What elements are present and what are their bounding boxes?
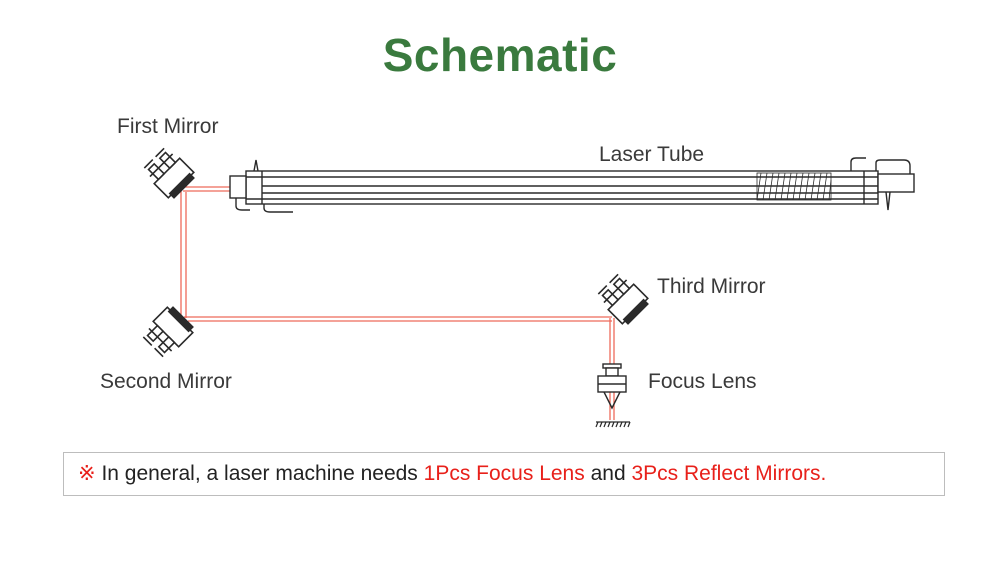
note-highlight-focus-lens: 1Pcs Focus Lens	[423, 462, 585, 485]
first-mirror-label: First Mirror	[117, 115, 219, 138]
third-mirror-label: Third Mirror	[657, 275, 766, 298]
first-mirror	[143, 147, 195, 199]
note-text-1: In general, a laser machine needs	[95, 462, 424, 485]
focus-lens	[597, 363, 627, 410]
third-mirror	[597, 273, 649, 325]
note-symbol: ※	[78, 462, 96, 485]
second-mirror-label: Second Mirror	[100, 370, 232, 393]
focus-lens-label: Focus Lens	[648, 370, 757, 393]
second-mirror	[142, 306, 194, 358]
tube-coil	[756, 172, 832, 201]
laser-beam	[180, 186, 615, 420]
work-surface	[595, 421, 631, 428]
note-highlight-reflect-mirrors: 3Pcs Reflect Mirrors.	[631, 462, 827, 485]
laser-tube-label: Laser Tube	[599, 143, 705, 166]
page-title: Schematic	[382, 29, 618, 81]
laser-tube	[229, 157, 915, 213]
note-box: ※ In general, a laser machine needs 1Pcs…	[63, 452, 945, 496]
note-text-2: and	[584, 462, 632, 485]
